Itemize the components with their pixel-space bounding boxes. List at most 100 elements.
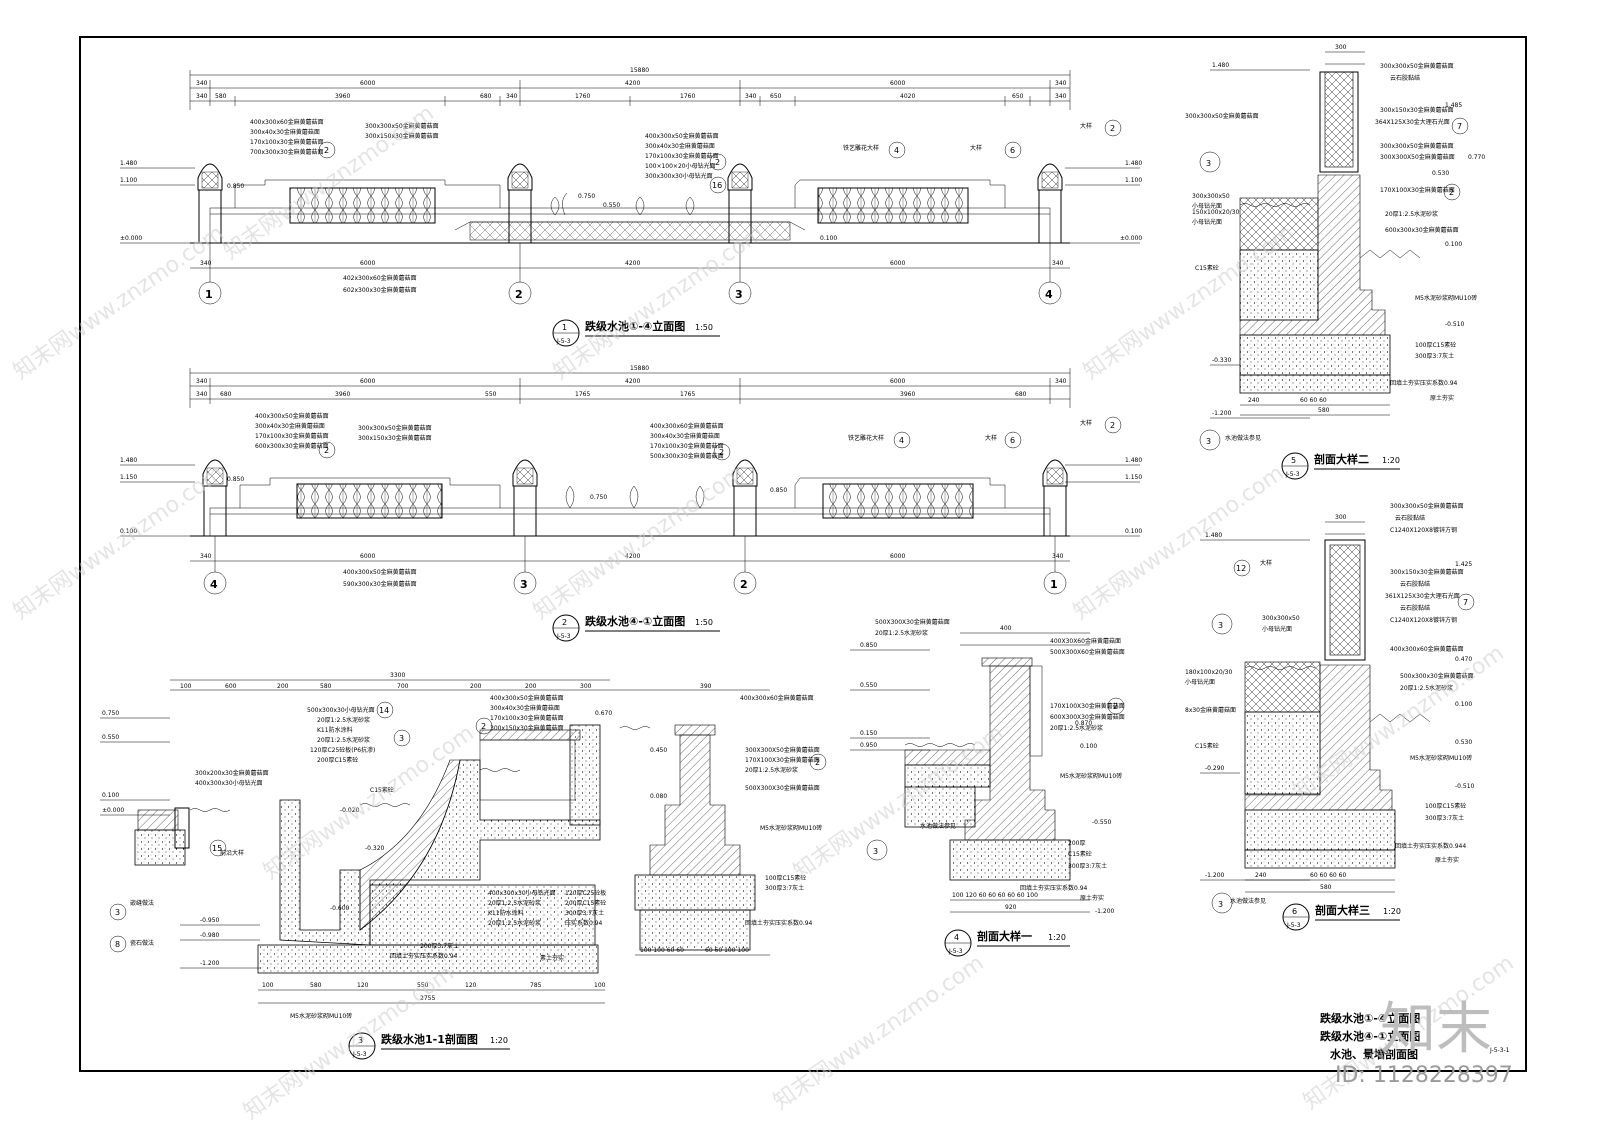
svg-text:0.150: 0.150	[860, 730, 877, 737]
svg-text:-1.200: -1.200	[1095, 908, 1115, 915]
svg-text:4200: 4200	[625, 553, 640, 560]
svg-text:-1.200: -1.200	[200, 960, 220, 967]
svg-text:-0.980: -0.980	[200, 932, 220, 939]
svg-text:2: 2	[1110, 421, 1115, 430]
svg-text:2: 2	[1113, 702, 1118, 711]
svg-text:3300: 3300	[390, 672, 405, 679]
svg-text:0.750: 0.750	[102, 710, 119, 717]
svg-text:300x150x30金麻黄蘑菇面: 300x150x30金麻黄蘑菇面	[490, 724, 564, 732]
svg-text:580: 580	[320, 683, 332, 690]
svg-text:C1240X120X8镀锌方钢: C1240X120X8镀锌方钢	[1390, 616, 1457, 624]
svg-text:600X300X30金麻黄蘑菇面: 600X300X30金麻黄蘑菇面	[1050, 713, 1125, 721]
svg-text:600x300x30金麻黄蘑菇面: 600x300x30金麻黄蘑菇面	[255, 442, 329, 450]
svg-text:-0.290: -0.290	[1205, 765, 1225, 772]
svg-text:0.850: 0.850	[770, 487, 787, 494]
svg-text:300x300x50金麻黄蘑菇面: 300x300x50金麻黄蘑菇面	[1185, 112, 1259, 120]
sheet-number: J-5-3-1	[1489, 1047, 1510, 1054]
svg-text:C15素砼: C15素砼	[1195, 264, 1219, 272]
svg-text:400x300x50金麻黄蘑菇面: 400x300x50金麻黄蘑菇面	[255, 412, 329, 420]
svg-text:20厚1:2.5水泥砂浆: 20厚1:2.5水泥砂浆	[875, 629, 928, 637]
svg-text:300厚3:7灰土: 300厚3:7灰土	[765, 884, 804, 892]
svg-text:200: 200	[470, 683, 482, 690]
svg-text:340: 340	[200, 260, 212, 267]
watermark-text: 知末网www.znzmo.com	[1069, 461, 1289, 625]
svg-text:4: 4	[899, 436, 904, 445]
svg-text:2: 2	[719, 448, 724, 457]
watermark-text: 知末网www.znzmo.com	[529, 461, 749, 625]
svg-text:364X125X30金大理石光面: 364X125X30金大理石光面	[1375, 118, 1450, 126]
svg-text:±0.000: ±0.000	[1120, 235, 1142, 242]
svg-text:580: 580	[1318, 407, 1330, 414]
view-title: 剖面大样二	[1314, 452, 1369, 466]
svg-text:680: 680	[480, 93, 492, 100]
svg-text:550: 550	[417, 982, 429, 989]
svg-text:300x40x30金麻黄蘑菇面: 300x40x30金麻黄蘑菇面	[645, 142, 715, 150]
watermark-text: 知末网www.znzmo.com	[769, 951, 989, 1115]
svg-text:4200: 4200	[625, 378, 640, 385]
svg-text:6: 6	[1292, 907, 1297, 916]
svg-text:400x300x50金麻黄蘑菇面: 400x300x50金麻黄蘑菇面	[343, 568, 417, 576]
svg-text:3: 3	[358, 1036, 363, 1045]
svg-text:0.100: 0.100	[120, 528, 137, 535]
svg-text:3: 3	[115, 908, 120, 917]
svg-text:6000: 6000	[890, 260, 905, 267]
svg-text:-1.200: -1.200	[1212, 410, 1232, 417]
svg-text:340: 340	[196, 93, 208, 100]
svg-text:1.150: 1.150	[1125, 474, 1142, 481]
svg-text:0.770: 0.770	[1468, 154, 1485, 161]
svg-text:300厚3:7灰土: 300厚3:7灰土	[565, 909, 604, 917]
svg-text:300x150x30金麻黄蘑菇面: 300x150x30金麻黄蘑菇面	[1380, 106, 1454, 114]
svg-text:1765: 1765	[575, 391, 590, 398]
svg-text:1.150: 1.150	[120, 474, 137, 481]
svg-text:6000: 6000	[890, 553, 905, 560]
svg-text:700x300x30金麻黄蘑菇面: 700x300x30金麻黄蘑菇面	[250, 148, 324, 156]
svg-text:700: 700	[397, 683, 409, 690]
svg-text:580: 580	[215, 93, 227, 100]
svg-text:1.480: 1.480	[1205, 532, 1222, 539]
svg-text:170x100x30金麻黄蘑菇面: 170x100x30金麻黄蘑菇面	[255, 432, 329, 440]
svg-text:4020: 4020	[900, 93, 915, 100]
svg-text:0.850: 0.850	[227, 476, 244, 483]
svg-text:20厚1:2.5水泥砂浆: 20厚1:2.5水泥砂浆	[745, 766, 798, 774]
svg-text:170x100x30金麻黄蘑菇面: 170x100x30金麻黄蘑菇面	[250, 138, 324, 146]
svg-text:920: 920	[1005, 904, 1017, 911]
svg-text:500X300X30金麻黄蘑菇面: 500X300X30金麻黄蘑菇面	[875, 618, 950, 626]
svg-text:0.530: 0.530	[1455, 739, 1472, 746]
svg-text:300厚3:7灰土: 300厚3:7灰土	[1415, 352, 1454, 360]
svg-text:5: 5	[1291, 456, 1296, 465]
svg-text:M5水泥砂浆砌MU10砖: M5水泥砂浆砌MU10砖	[1415, 294, 1477, 302]
title-line-3: 水池、景墙剖面图	[1330, 1047, 1418, 1061]
svg-text:240: 240	[1255, 872, 1267, 879]
svg-text:100×100×20小母钻光面: 100×100×20小母钻光面	[645, 162, 716, 170]
svg-text:600: 600	[225, 683, 237, 690]
svg-text:590x300x30金麻黄蘑菇面: 590x300x30金麻黄蘑菇面	[343, 580, 417, 588]
svg-text:100 100 60 60: 100 100 60 60	[640, 947, 684, 954]
svg-text:300x300x50金麻黄蘑菇面: 300x300x50金麻黄蘑菇面	[1380, 62, 1454, 70]
svg-text:650: 650	[1012, 93, 1024, 100]
svg-text:-1.200: -1.200	[1205, 872, 1225, 879]
svg-text:100厚C15素砼: 100厚C15素砼	[1415, 341, 1456, 349]
svg-text:小母钻光面: 小母钻光面	[1192, 202, 1222, 210]
svg-text:300厚3:7灰土: 300厚3:7灰土	[1068, 862, 1107, 870]
svg-text:120厚C25砼板: 120厚C25砼板	[565, 889, 606, 897]
svg-text:J-5-3: J-5-3	[1286, 922, 1301, 929]
svg-text:0.450: 0.450	[650, 747, 667, 754]
svg-text:300x300x50金麻黄蘑菇面: 300x300x50金麻黄蘑菇面	[1380, 142, 1454, 150]
svg-text:340: 340	[1055, 93, 1067, 100]
svg-text:340: 340	[1055, 80, 1067, 87]
view-title: 剖面大样三	[1315, 903, 1370, 917]
svg-text:3: 3	[735, 288, 743, 301]
svg-text:650: 650	[770, 93, 782, 100]
svg-text:1.480: 1.480	[1125, 457, 1142, 464]
svg-text:6000: 6000	[360, 378, 375, 385]
svg-text:300x40x30金麻黄蘑菇面: 300x40x30金麻黄蘑菇面	[650, 432, 720, 440]
section-detail-2: 300 1.480 1.485 0.770 0.530 0.100 -0.330…	[1185, 44, 1485, 480]
svg-text:400x300x30小母钻光面: 400x300x30小母钻光面	[195, 779, 263, 787]
svg-text:8x30金麻黄蘑菇面: 8x30金麻黄蘑菇面	[1185, 706, 1236, 714]
svg-text:400x300x60金麻黄蘑菇面: 400x300x60金麻黄蘑菇面	[650, 422, 724, 430]
svg-text:2: 2	[1449, 188, 1454, 197]
